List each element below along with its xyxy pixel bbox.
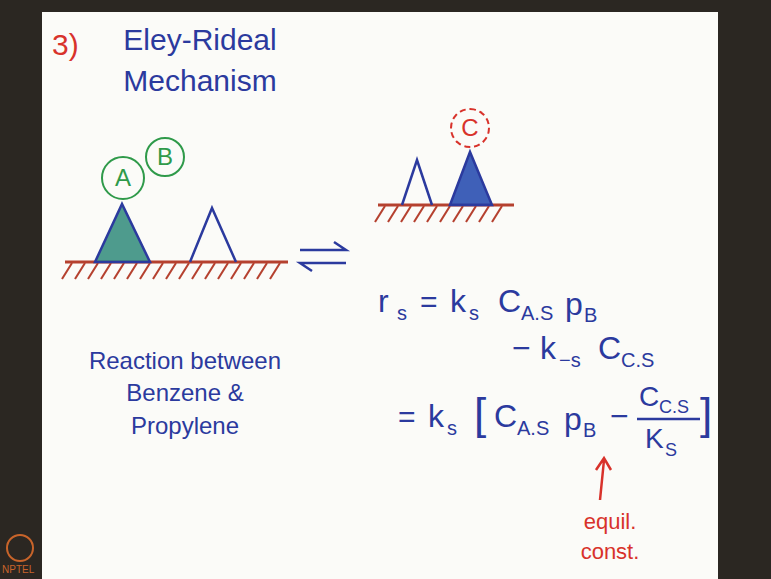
equilibrium-arrow	[300, 242, 346, 250]
subscript: A.S	[521, 303, 553, 323]
concentration: C	[498, 285, 521, 317]
paper-sheet	[42, 12, 718, 579]
hatch-stroke	[179, 263, 189, 279]
active-site-filled	[95, 204, 150, 262]
hatch-stroke	[453, 206, 463, 222]
hatch-stroke	[427, 206, 437, 222]
minus-sign: −	[610, 400, 629, 432]
hatch-stroke	[127, 263, 137, 279]
bracket: [	[474, 392, 486, 436]
hatch-stroke	[166, 263, 176, 279]
species-circle: B	[145, 137, 185, 177]
hatch-stroke	[88, 263, 98, 279]
equilibrium-arrow	[300, 263, 346, 271]
hatch-stroke	[101, 263, 111, 279]
subscript: C.S	[621, 350, 654, 370]
hatch-stroke	[440, 206, 450, 222]
hatch-stroke	[270, 263, 280, 279]
annotation: equil. const.	[555, 507, 665, 566]
hatch-stroke	[153, 263, 163, 279]
active-site-filled	[450, 152, 492, 205]
hatch-stroke	[257, 263, 267, 279]
subscript: C.S	[659, 398, 689, 416]
concentration: C	[494, 400, 517, 432]
reaction-note: Reaction between Benzene & Propylene	[80, 345, 290, 442]
hatch-stroke	[492, 206, 502, 222]
concentration: C	[598, 332, 621, 364]
nptel-logo	[7, 535, 33, 561]
rate-symbol: r	[378, 285, 389, 317]
subscript: s	[397, 303, 407, 323]
species-circle: A	[101, 156, 145, 200]
concentration: C	[639, 383, 659, 411]
equilibrium-constant: K	[645, 425, 664, 453]
hatch-stroke	[479, 206, 489, 222]
subscript: −s	[559, 350, 581, 370]
rate-constant: k	[450, 285, 466, 317]
fraction-bar	[637, 418, 700, 421]
rate-constant: k	[540, 332, 556, 364]
equals-sign: =	[398, 402, 416, 432]
step-number: 3)	[52, 30, 79, 60]
hatch-stroke	[388, 206, 398, 222]
hatch-stroke	[75, 263, 85, 279]
hatch-stroke	[218, 263, 228, 279]
hatch-stroke	[466, 206, 476, 222]
leader-arrow	[596, 458, 611, 500]
species-letter: B	[157, 145, 173, 169]
species-circle: C	[450, 108, 490, 148]
minus-sign: −	[512, 332, 531, 364]
hatch-stroke	[205, 263, 215, 279]
hatch-stroke	[231, 263, 241, 279]
equals-sign: =	[420, 287, 438, 317]
hatch-stroke	[140, 263, 150, 279]
pressure: p	[564, 403, 582, 435]
hatch-stroke	[244, 263, 254, 279]
slide-title: Eley-Rideal Mechanism	[95, 20, 305, 101]
hatch-stroke	[192, 263, 202, 279]
hatch-stroke	[114, 263, 124, 279]
rate-constant: k	[428, 400, 444, 432]
hatch-stroke	[414, 206, 424, 222]
subscript: B	[584, 305, 597, 325]
hatch-stroke	[401, 206, 411, 222]
subscript: s	[447, 418, 457, 438]
hatch-stroke	[375, 206, 385, 222]
pressure: p	[565, 288, 583, 320]
species-letter: A	[115, 166, 131, 190]
subscript: B	[583, 420, 596, 440]
active-site-empty	[402, 160, 432, 205]
active-site-empty	[190, 208, 236, 262]
logo-text: NPTEL	[2, 565, 34, 575]
subscript: s	[469, 303, 479, 323]
subscript: S	[665, 441, 677, 459]
species-letter: C	[461, 116, 478, 140]
hatch-stroke	[62, 263, 72, 279]
subscript: A.S	[517, 418, 549, 438]
bracket: ]	[700, 392, 712, 436]
